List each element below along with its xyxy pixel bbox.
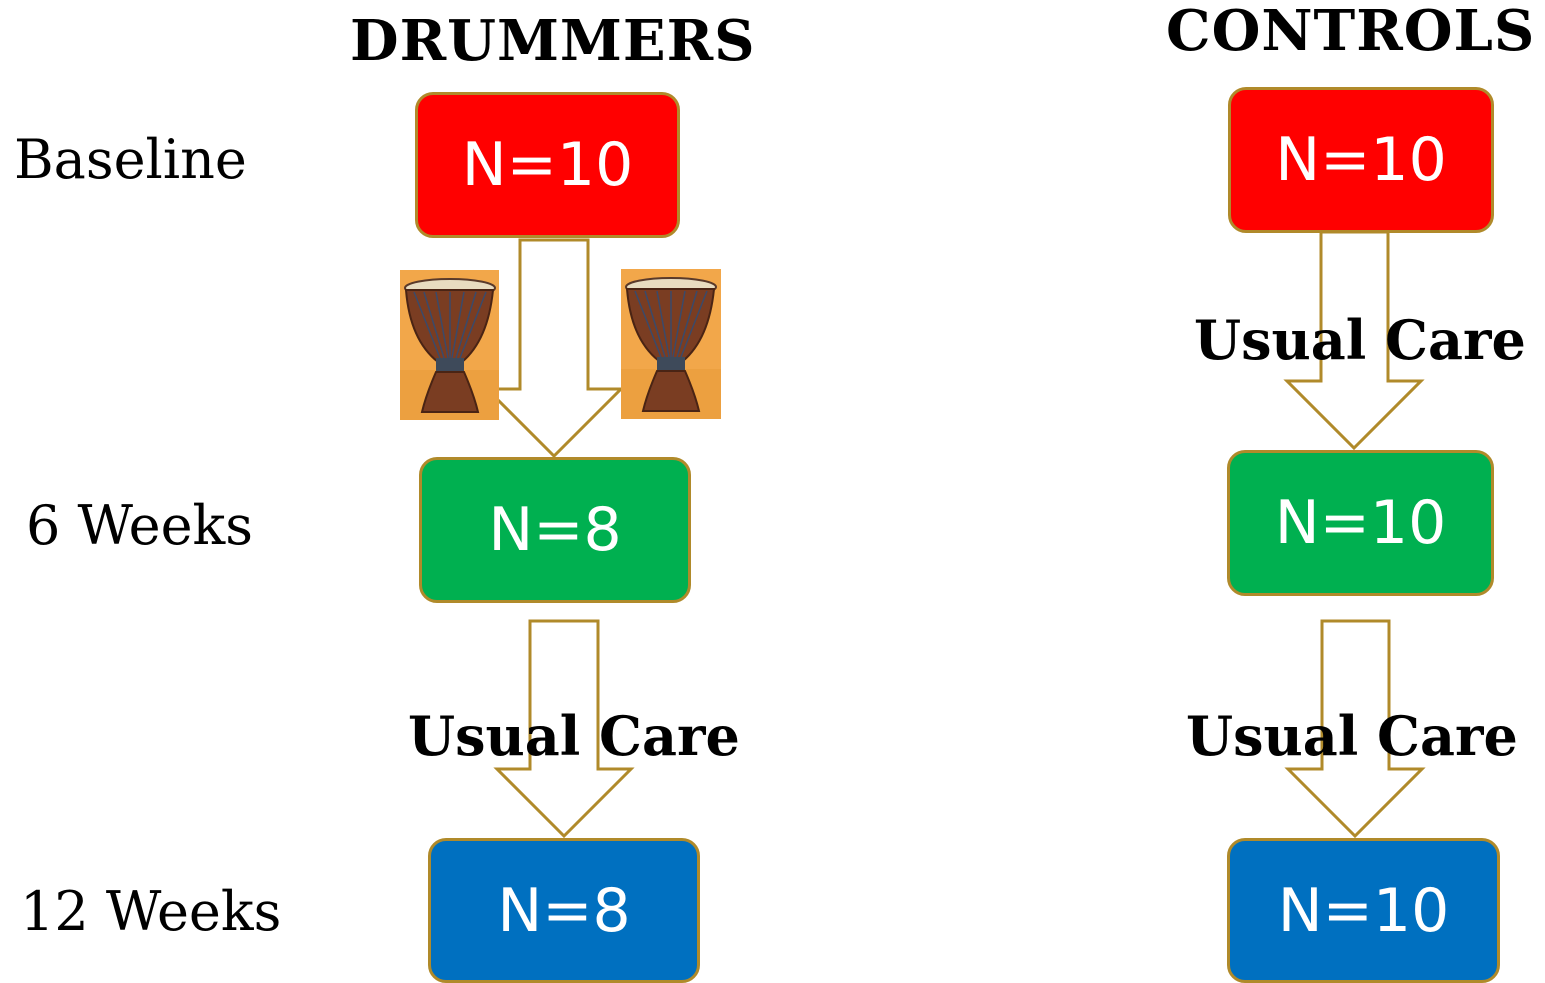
drummers-usual-care-label: Usual Care xyxy=(408,704,740,768)
row-label-12-weeks: 12 Weeks xyxy=(20,880,282,943)
controls-baseline-box: N=10 xyxy=(1228,87,1494,233)
drummers-arrow-1-shape xyxy=(483,238,625,459)
drummers-baseline-count: N=10 xyxy=(461,130,634,200)
row-label-6-weeks: 6 Weeks xyxy=(26,494,253,557)
drummers-baseline-box: N=10 xyxy=(415,92,680,238)
controls-12-weeks-count: N=10 xyxy=(1277,875,1450,946)
drummers-12-weeks-box: N=8 xyxy=(428,838,700,983)
drummers-column-header: DRUMMERS xyxy=(350,8,756,74)
controls-6-weeks-count: N=10 xyxy=(1274,488,1447,558)
row-label-baseline: Baseline xyxy=(14,128,247,191)
controls-12-weeks-box: N=10 xyxy=(1227,838,1500,983)
controls-column-header: CONTROLS xyxy=(1166,0,1536,64)
controls-usual-care-label-2: Usual Care xyxy=(1186,704,1518,768)
drummers-12-weeks-count: N=8 xyxy=(497,875,631,946)
controls-6-weeks-box: N=10 xyxy=(1227,450,1494,596)
drummers-6-weeks-count: N=8 xyxy=(488,495,622,565)
controls-usual-care-label-1: Usual Care xyxy=(1194,308,1526,372)
drummers-6-weeks-box: N=8 xyxy=(419,457,691,603)
djembe-drum-icon xyxy=(400,270,499,420)
djembe-drum-icon xyxy=(621,269,721,419)
controls-baseline-count: N=10 xyxy=(1275,125,1447,195)
